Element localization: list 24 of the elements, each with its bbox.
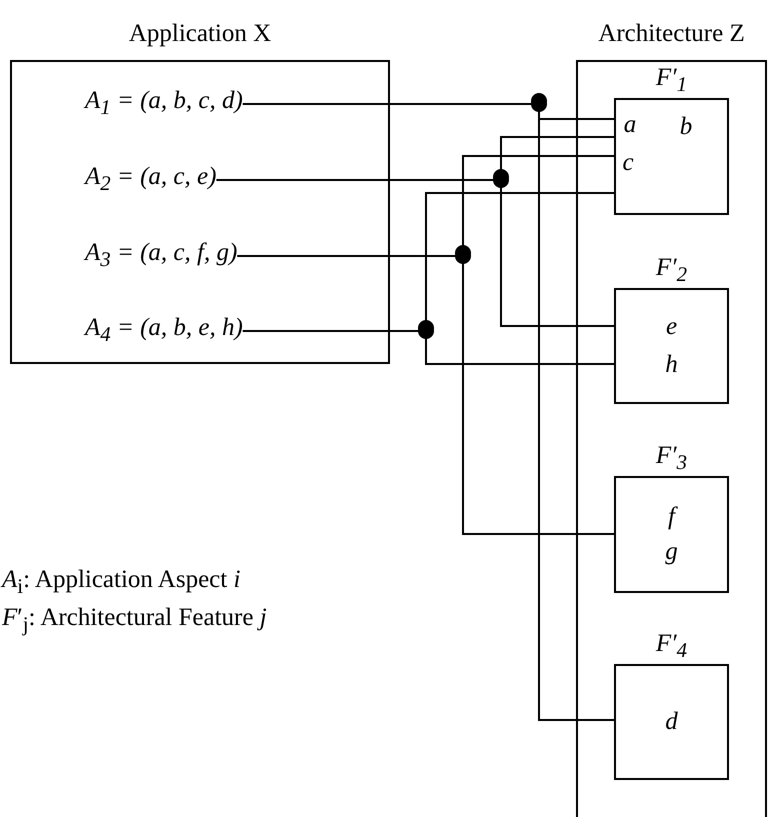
notation-note: F′$_{j}$: Architectural Feature j [2,604,267,638]
aspect-formula: A$_{1}$ = (a, b, c, d) [85,87,243,121]
feature-variable: e [664,314,678,340]
feature-title: F′$_{3}$ [654,442,688,476]
connector-line [242,103,614,721]
feature-variable: c [621,150,635,176]
feature-variable: a [622,112,638,138]
connector-line [242,330,614,365]
aspect-formula: A$_{3}$ = (a, c, f, g) [85,239,238,273]
feature-variable: f [662,504,682,530]
feature-title: F′$_{2}$ [654,254,688,288]
connector-line [237,255,614,535]
feature-title: F′$_{1}$ [654,64,688,98]
aspect-formula: A$_{4}$ = (a, b, e, h) [85,314,243,348]
feature-variable: g [664,539,679,565]
connector-line [216,179,614,327]
notation-note: A$_{i}$: Application Aspect i [2,566,240,600]
feature-variable: d [664,709,679,735]
frame-title: Application X [128,20,272,48]
aspect-formula: A$_{2}$ = (a, c, e) [85,163,216,197]
frame-title: Architecture Z [597,20,746,48]
feature-variable: h [664,352,679,378]
feature-title: F′$_{4}$ [654,630,688,664]
feature-variable: b [678,114,694,140]
